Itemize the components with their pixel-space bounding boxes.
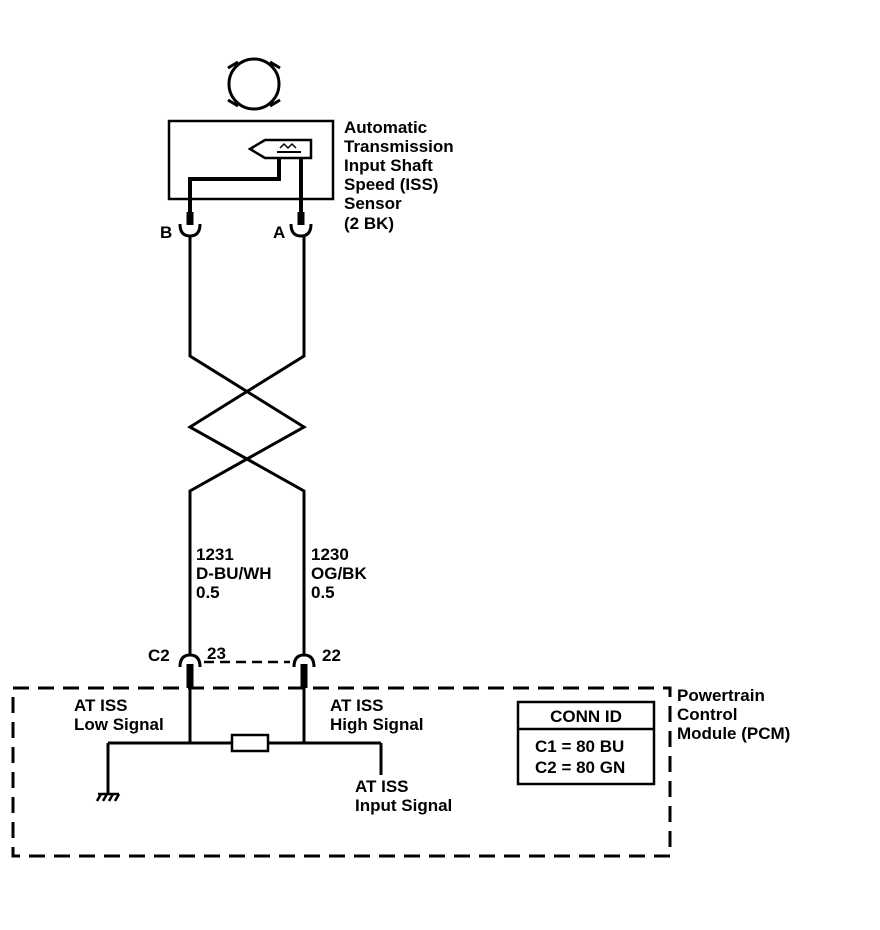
left-wire-color: D-BU/WH <box>196 564 272 583</box>
sensor-name-line: Speed (ISS) <box>344 175 438 194</box>
sensor-name-line: Input Shaft <box>344 156 433 175</box>
sensor-pin-b: B <box>160 223 172 242</box>
low-signal-line: Low Signal <box>74 715 164 734</box>
pcm-name-line: Powertrain <box>677 686 765 705</box>
conn-id-row: C1 = 80 BU <box>535 737 624 756</box>
high-signal-line: AT ISS <box>330 696 384 715</box>
left-wire-label: 1231 D-BU/WH 0.5 <box>196 545 276 602</box>
pcm-outline <box>11 686 672 858</box>
pcm-connector-right-pin: 22 <box>322 646 341 665</box>
sensor-box <box>167 119 335 201</box>
sensor-name: Automatic Transmission Input Shaft Speed… <box>344 118 458 233</box>
input-signal-label: AT ISS Input Signal <box>355 777 452 815</box>
pcm-connector-id: C2 <box>148 646 170 665</box>
low-signal-line: AT ISS <box>74 696 128 715</box>
right-wire-label: 1230 OG/BK 0.5 <box>311 545 371 602</box>
sensor-internal-wiring <box>188 158 303 212</box>
right-wire-color: OG/BK <box>311 564 367 583</box>
pcm-name-line: Module (PCM) <box>677 724 790 743</box>
conn-id-table: CONN ID C1 = 80 BU C2 = 80 GN <box>516 700 656 786</box>
input-signal-line: Input Signal <box>355 796 452 815</box>
pcm-connector-terminals <box>178 653 316 688</box>
right-wire-circuit: 1230 <box>311 545 349 564</box>
sensor-name-line: (2 BK) <box>344 214 394 233</box>
sensor-pin-a: A <box>273 223 285 242</box>
high-signal-line: High Signal <box>330 715 424 734</box>
twisted-pair-wires <box>187 236 307 655</box>
conn-id-row: C2 = 80 GN <box>535 758 625 777</box>
sensor-name-line: Transmission <box>344 137 454 156</box>
conn-id-header: CONN ID <box>550 707 622 726</box>
ground-icon <box>95 792 121 802</box>
sensor-name-line: Sensor <box>344 194 402 213</box>
sensor-symbol-icon <box>227 57 281 111</box>
pcm-connector-left-pin: 23 <box>207 644 226 663</box>
low-signal-label: AT ISS Low Signal <box>74 696 164 734</box>
pcm-name-line: Control <box>677 705 737 724</box>
sensor-connector-terminals <box>178 212 313 238</box>
resistor-icon <box>230 733 270 753</box>
left-wire-gauge: 0.5 <box>196 583 220 602</box>
pcm-internal-circuit <box>106 688 383 793</box>
right-wire-gauge: 0.5 <box>311 583 335 602</box>
pcm-name: Powertrain Control Module (PCM) <box>677 686 790 743</box>
input-signal-line: AT ISS <box>355 777 409 796</box>
pickup-element-icon <box>247 138 313 160</box>
left-wire-circuit: 1231 <box>196 545 234 564</box>
high-signal-label: AT ISS High Signal <box>330 696 424 734</box>
sensor-name-line: Automatic <box>344 118 427 137</box>
